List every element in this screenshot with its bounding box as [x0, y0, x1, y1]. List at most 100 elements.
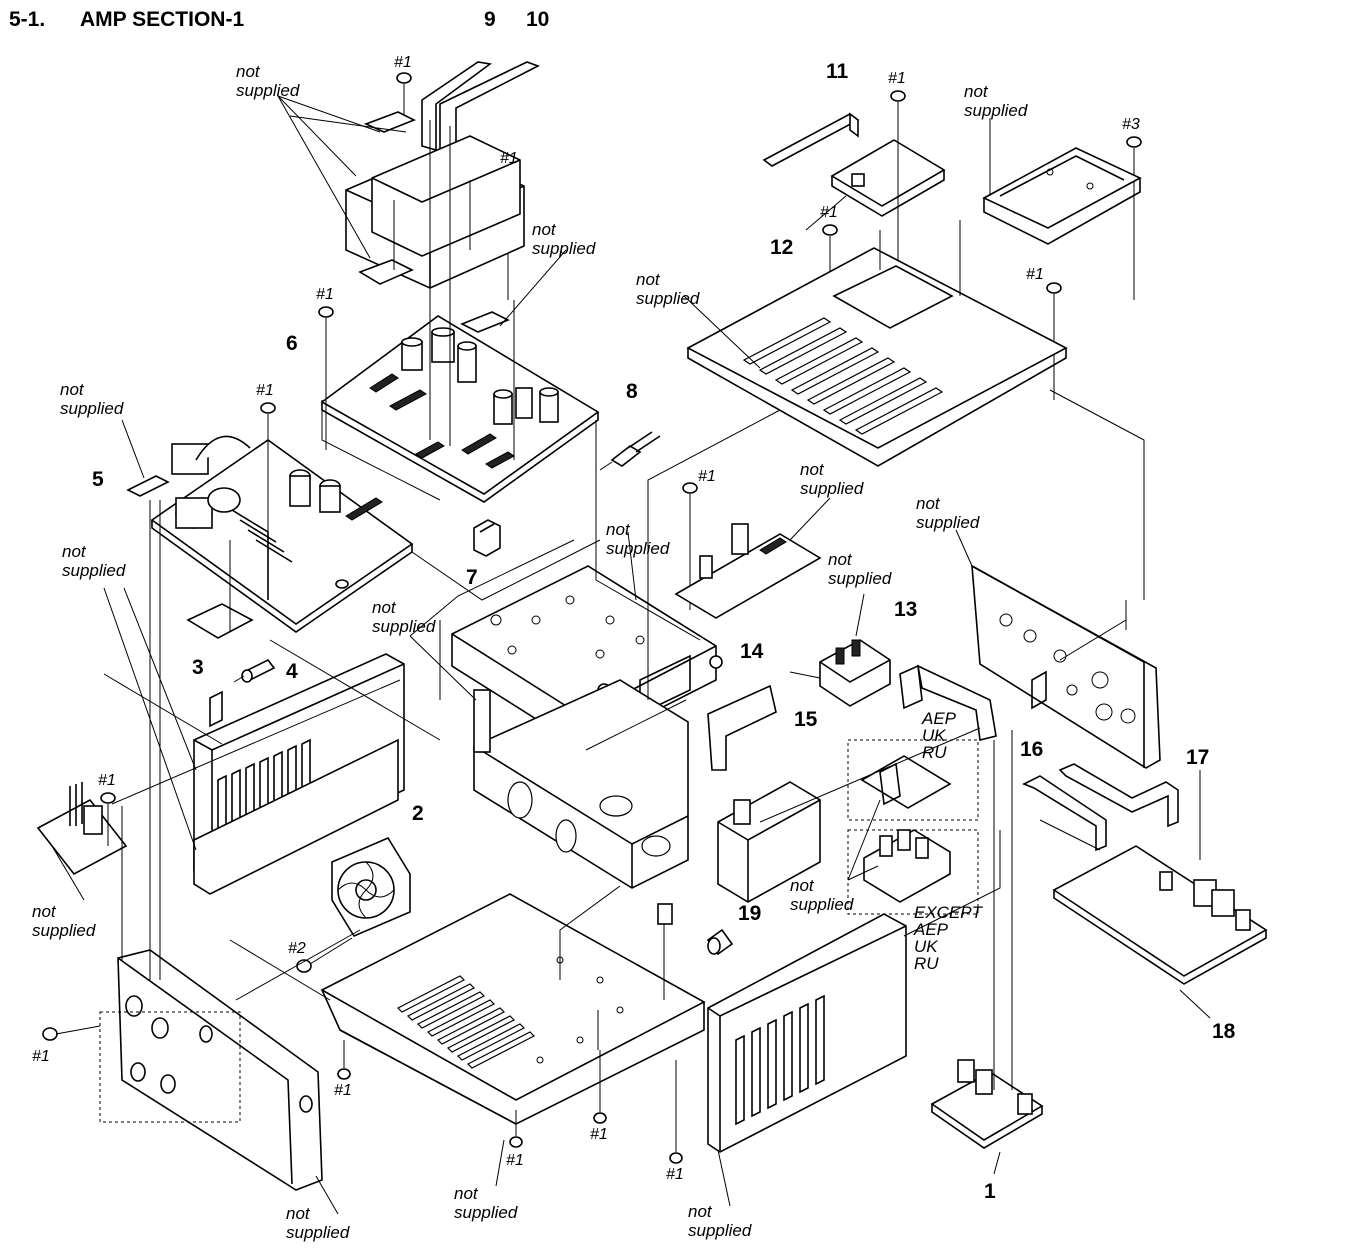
module-15: [717, 781, 821, 903]
connector-block: [789, 639, 891, 707]
part-number-17: 17: [1186, 746, 1210, 769]
leader-lines: [51, 95, 1211, 1215]
region-label-except-aep-uk-ru: EXCEPT AEP UK RU: [914, 903, 983, 973]
part-number-10: 10: [526, 8, 550, 31]
part-number-3: 3: [192, 656, 204, 679]
screw-ref-1: #1: [506, 1152, 524, 1169]
screw-ref-1: #1: [98, 772, 116, 789]
screw-icon: [396, 72, 412, 118]
part-number-14: 14: [740, 640, 764, 663]
rear-chassis-frame: [971, 564, 1161, 769]
jack-aep-variant: [847, 739, 979, 821]
screw-ref-1: #1: [590, 1126, 608, 1143]
part-number-13: 13: [894, 598, 918, 621]
screw-ref-1: #1: [334, 1082, 352, 1099]
vent-slots: [742, 317, 944, 435]
part-number-12: 12: [770, 236, 794, 259]
screw-icon: [100, 792, 116, 846]
screw-icon: [296, 937, 353, 973]
screw-icon: [890, 90, 906, 290]
screw-icon: [669, 1060, 683, 1164]
part-number-18: 18: [1212, 1020, 1236, 1043]
part-number-2: 2: [412, 802, 424, 825]
screw-ref-1: #1: [888, 70, 906, 87]
flat-cable-11: [762, 112, 860, 167]
screw-icon: [260, 402, 276, 560]
part-number-16: 16: [1020, 738, 1044, 761]
right-side-panel: [707, 913, 907, 1153]
part-number-9: 9: [484, 8, 496, 31]
screw-ref-2: #2: [288, 940, 306, 957]
screw-ref-1: #1: [666, 1166, 684, 1183]
flat-cable-9-10: [421, 61, 540, 154]
component-4: [233, 658, 276, 683]
power-supply-board-5: [150, 435, 414, 633]
board-18: [1052, 845, 1268, 985]
section-title: AMP SECTION-1: [80, 8, 245, 31]
flat-cable-16: [1022, 775, 1107, 852]
screw-icon: [593, 1050, 607, 1124]
jack-except-variant: [847, 829, 979, 915]
screw-ref-1: #1: [256, 382, 274, 399]
clamp-19: [706, 928, 734, 956]
small-board-mid: [674, 523, 822, 619]
left-side-panel: [193, 653, 405, 895]
flat-cable-17: [1058, 763, 1179, 828]
screw-icon: [1126, 136, 1142, 300]
small-board-left: [36, 782, 128, 876]
clamp-7: [473, 519, 501, 557]
screw-ref-3: #3: [1122, 116, 1140, 133]
screw-ref-1: #1: [500, 150, 518, 167]
vent-slots: [396, 975, 536, 1069]
part-number-6: 6: [286, 332, 298, 355]
part-3-sheet: [209, 690, 223, 728]
part-number-4: 4: [286, 660, 298, 683]
center-rear-panel: [473, 679, 689, 889]
heatsink-assembly: [345, 111, 525, 333]
screw-ref-1: #1: [698, 468, 716, 485]
screw-ref-1: #1: [316, 286, 334, 303]
screw-ref-1: #1: [32, 1048, 50, 1065]
screw-icon: [337, 1040, 351, 1080]
top-cover-plate: [686, 247, 1068, 467]
board-1: [930, 1059, 1044, 1149]
front-panel-left: [99, 949, 323, 1191]
region-label-aep-uk-ru: AEP UK RU: [922, 709, 957, 762]
board-12: [830, 139, 946, 217]
part-number-19: 19: [738, 902, 762, 925]
part-number-7: 7: [466, 566, 478, 589]
part-number-1: 1: [984, 1180, 996, 1203]
section-number: 5-1.: [9, 8, 46, 31]
screw-ref-1: #1: [820, 204, 838, 221]
screw-ref-1: #1: [394, 54, 412, 71]
part-number-8: 8: [626, 380, 638, 403]
screw-icon: [318, 306, 334, 450]
flat-cable-13: [899, 664, 997, 741]
power-plug-8: [599, 431, 661, 471]
part-number-11: 11: [826, 60, 849, 83]
screw-icon: [42, 1025, 101, 1041]
flat-cable-14: [707, 684, 777, 771]
part-number-15: 15: [794, 708, 818, 731]
screw-icon: [509, 1110, 523, 1148]
top-right-box: [982, 147, 1142, 245]
screw-ref-1: #1: [1026, 266, 1044, 283]
board-6: [320, 315, 600, 503]
